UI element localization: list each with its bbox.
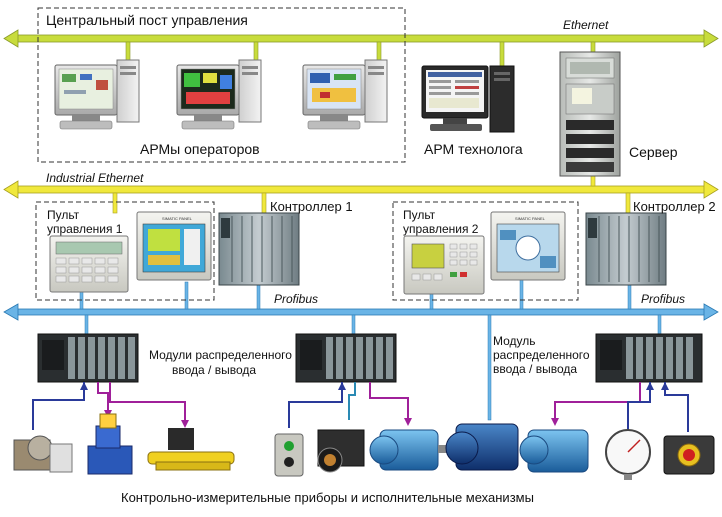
link-motor-1 [369, 382, 409, 420]
technologist-label: АРМ технолога [424, 141, 523, 157]
motor-2 [445, 423, 519, 471]
panel2-label-line1: Пульт [403, 208, 436, 222]
io-module-2 [295, 333, 397, 383]
touch-panel-1: SIMATIC PANEL [136, 211, 212, 281]
industrial-ethernet-bus-label: Industrial Ethernet [46, 171, 144, 185]
panel2-label-line2: управления 2 [403, 222, 479, 236]
io-module-3 [595, 333, 703, 383]
link-actuator-2 [109, 382, 186, 422]
industrial-ethernet-bus [3, 180, 719, 199]
link-actuator-1 [97, 382, 109, 410]
central-post-label: Центральный пост управления [46, 12, 248, 28]
keypad-panel-2 [403, 235, 485, 295]
profibus-bus-label-right: Profibus [641, 292, 685, 306]
io-module-2-label-line2: распределенного [493, 348, 590, 362]
link-sensor-1 [32, 382, 85, 430]
keypad-panel-1 [49, 235, 129, 293]
ethernet-bus-label: Ethernet [563, 18, 609, 32]
operators-label: АРМы операторов [140, 141, 260, 157]
ethernet-bus [3, 29, 719, 48]
technologist-workstation [421, 65, 515, 133]
touch-panel-1-brand: SIMATIC PANEL [162, 216, 193, 221]
controller-1-label: Контроллер 1 [270, 199, 353, 214]
io-module-2-label-line3: ввода / вывода [493, 362, 577, 376]
field-devices-label: Контрольно-измерительные приборы и испол… [121, 490, 534, 505]
field-wiring [32, 382, 689, 432]
io-module-2-label-line1: Модуль [493, 334, 536, 348]
io-module-1-label-line2: ввода / вывода [172, 363, 256, 377]
panel1-label-line1: Пульт [47, 208, 80, 222]
camera-sensor [317, 429, 365, 473]
server-rack [559, 51, 621, 177]
touch-panel-2: SIMATIC PANEL [490, 211, 566, 281]
panel2-frame [392, 201, 579, 301]
controller-1 [218, 212, 300, 286]
link-gauge [627, 382, 651, 430]
hydraulic-unit [87, 413, 133, 475]
touch-panel-2-brand: SIMATIC PANEL [515, 216, 546, 221]
io-module-1 [37, 333, 139, 383]
motor-3 [519, 429, 589, 473]
link-sensor-2 [288, 382, 343, 428]
panel1-label-line2: управления 1 [47, 222, 123, 236]
link-motor-2 [554, 382, 641, 420]
emergency-stop [663, 435, 715, 475]
operator-workstation-2 [176, 59, 262, 130]
controller-2 [585, 212, 667, 286]
ethernet-drops [125, 41, 596, 67]
io-module-1-label-line1: Модули распределенного [149, 348, 292, 362]
server-label: Сервер [629, 144, 678, 160]
hydraulic-cylinder [147, 428, 235, 471]
operator-workstation-3 [302, 59, 388, 130]
push-button-box [274, 433, 304, 477]
valve-actuator [13, 435, 73, 473]
controller-2-label: Контроллер 2 [633, 199, 716, 214]
pressure-gauge [605, 429, 651, 480]
profibus-bus-label-left: Profibus [274, 292, 318, 306]
panel1-frame [35, 201, 215, 301]
profibus-bus [3, 303, 719, 321]
central-post-frame [37, 7, 406, 163]
wiring-arrows [80, 382, 669, 428]
link-sensor-3 [348, 382, 356, 420]
operator-workstation-1 [54, 59, 140, 130]
motor-1 [369, 429, 448, 471]
